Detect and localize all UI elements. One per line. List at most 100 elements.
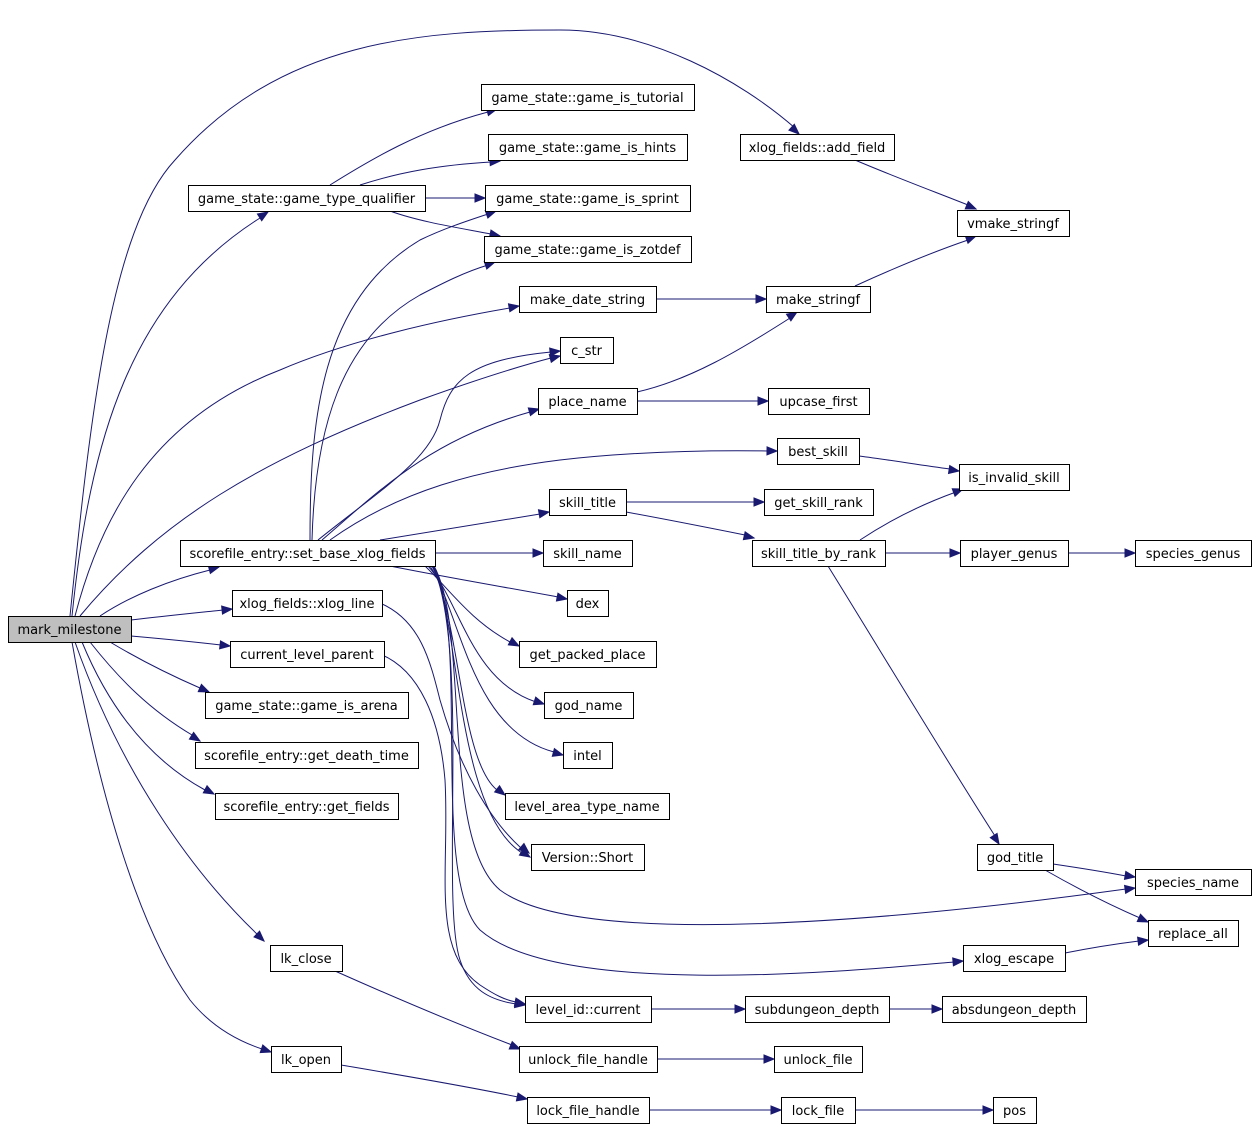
node-vmake-stringf[interactable]: vmake_stringf (957, 210, 1070, 237)
node-unlock-file-handle[interactable]: unlock_file_handle (519, 1046, 658, 1073)
node-box[interactable] (230, 641, 385, 668)
node-box[interactable] (549, 489, 627, 516)
node-box[interactable] (560, 337, 614, 364)
node-make-stringf[interactable]: make_stringf (766, 286, 871, 313)
node-species-genus[interactable]: species_genus (1135, 540, 1252, 567)
node-box[interactable] (484, 236, 692, 263)
node-skill-title[interactable]: skill_title (549, 489, 627, 516)
node-box[interactable] (1135, 869, 1252, 896)
node-xlog-escape[interactable]: xlog_escape (963, 945, 1066, 972)
node-box[interactable] (567, 590, 609, 617)
node-box[interactable] (519, 641, 657, 668)
node-intel[interactable]: intel (563, 742, 613, 769)
node-box[interactable] (215, 793, 399, 820)
node-box[interactable] (271, 1046, 342, 1073)
node-game-is-tutorial[interactable]: game_state::game_is_tutorial (481, 84, 695, 111)
node-box[interactable] (205, 692, 409, 719)
node-subdungeon-depth[interactable]: subdungeon_depth (745, 996, 890, 1023)
node-box[interactable] (544, 692, 634, 719)
node-lk-open[interactable]: lk_open (271, 1046, 342, 1073)
node-box[interactable] (543, 540, 633, 567)
node-box[interactable] (488, 134, 688, 161)
node-box[interactable] (960, 540, 1069, 567)
node-box[interactable] (766, 286, 871, 313)
node-level-area-type-name[interactable]: level_area_type_name (505, 793, 670, 820)
node-box[interactable] (740, 134, 895, 161)
edge-god_title-to-replace_all (1044, 869, 1150, 923)
node-box[interactable] (519, 286, 657, 313)
node-box[interactable] (959, 464, 1070, 491)
node-box[interactable] (481, 84, 695, 111)
node-label: skill_name (553, 547, 622, 562)
node-game-is-sprint[interactable]: game_state::game_is_sprint (485, 185, 691, 212)
node-get-fields[interactable]: scorefile_entry::get_fields (215, 793, 399, 820)
node-box[interactable] (781, 1097, 856, 1124)
node-lock-file[interactable]: lock_file (781, 1097, 856, 1124)
node-box[interactable] (777, 438, 860, 465)
node-game-type-qualifier[interactable]: game_state::game_type_qualifier (188, 185, 426, 212)
node-place-name[interactable]: place_name (538, 388, 638, 415)
node-box[interactable] (527, 1097, 650, 1124)
node-box[interactable] (977, 844, 1054, 871)
node-xlog-line[interactable]: xlog_fields::xlog_line (232, 590, 383, 617)
node-add-field[interactable]: xlog_fields::add_field (740, 134, 895, 161)
node-player-genus[interactable]: player_genus (960, 540, 1069, 567)
node-dex[interactable]: dex (567, 590, 609, 617)
edge-arrowhead (949, 548, 962, 558)
node-game-is-zotdef[interactable]: game_state::game_is_zotdef (484, 236, 692, 263)
node-box[interactable] (745, 996, 890, 1023)
node-is-invalid-skill[interactable]: is_invalid_skill (959, 464, 1070, 491)
node-box[interactable] (563, 742, 613, 769)
node-get-death-time[interactable]: scorefile_entry::get_death_time (195, 742, 419, 769)
node-box[interactable] (270, 945, 343, 972)
node-box[interactable] (1148, 920, 1239, 947)
node-game-is-hints[interactable]: game_state::game_is_hints (488, 134, 688, 161)
node-skill-title-by-rank[interactable]: skill_title_by_rank (752, 540, 886, 567)
node-box[interactable] (232, 590, 383, 617)
node-best-skill[interactable]: best_skill (777, 438, 860, 465)
edge-line (625, 511, 755, 539)
edge-arrowhead (1136, 913, 1150, 923)
node-box[interactable] (485, 185, 691, 212)
node-c-str[interactable]: c_str (560, 337, 614, 364)
node-box[interactable] (1135, 540, 1252, 567)
node-version-short[interactable]: Version::Short (531, 844, 645, 871)
node-set-base-xlog-fields[interactable]: scorefile_entry::set_base_xlog_fields (180, 540, 436, 567)
node-absdungeon-depth[interactable]: absdungeon_depth (942, 996, 1087, 1023)
node-box[interactable] (752, 540, 886, 567)
node-upcase-first[interactable]: upcase_first (768, 388, 870, 415)
node-box[interactable] (188, 185, 426, 212)
node-current-level-parent[interactable]: current_level_parent (230, 641, 385, 668)
node-box[interactable] (8, 616, 132, 643)
node-level-id-current[interactable]: level_id::current (525, 996, 652, 1023)
node-box[interactable] (538, 388, 638, 415)
node-box[interactable] (764, 489, 874, 516)
node-make-date-string[interactable]: make_date_string (519, 286, 657, 313)
node-pos[interactable]: pos (993, 1097, 1037, 1124)
node-god-name[interactable]: god_name (544, 692, 634, 719)
node-get-packed-place[interactable]: get_packed_place (519, 641, 657, 668)
node-replace-all[interactable]: replace_all (1148, 920, 1239, 947)
node-skill-name[interactable]: skill_name (543, 540, 633, 567)
node-god-title[interactable]: god_title (977, 844, 1054, 871)
node-box[interactable] (993, 1097, 1037, 1124)
node-get-skill-rank[interactable]: get_skill_rank (764, 489, 874, 516)
node-mark-milestone[interactable]: mark_milestone (8, 616, 132, 643)
node-box[interactable] (519, 1046, 658, 1073)
node-box[interactable] (942, 996, 1087, 1023)
edge-set_base_xlog_fields-to-skill_name (435, 548, 545, 558)
node-box[interactable] (768, 388, 870, 415)
node-box[interactable] (957, 210, 1070, 237)
node-box[interactable] (195, 742, 419, 769)
node-box[interactable] (505, 793, 670, 820)
node-box[interactable] (774, 1046, 863, 1073)
node-lk-close[interactable]: lk_close (270, 945, 343, 972)
node-box[interactable] (180, 540, 436, 567)
node-box[interactable] (525, 996, 652, 1023)
node-species-name[interactable]: species_name (1135, 869, 1252, 896)
node-box[interactable] (531, 844, 645, 871)
node-lock-file-handle[interactable]: lock_file_handle (527, 1097, 650, 1124)
node-game-is-arena[interactable]: game_state::game_is_arena (205, 692, 409, 719)
node-box[interactable] (963, 945, 1066, 972)
node-unlock-file[interactable]: unlock_file (774, 1046, 863, 1073)
